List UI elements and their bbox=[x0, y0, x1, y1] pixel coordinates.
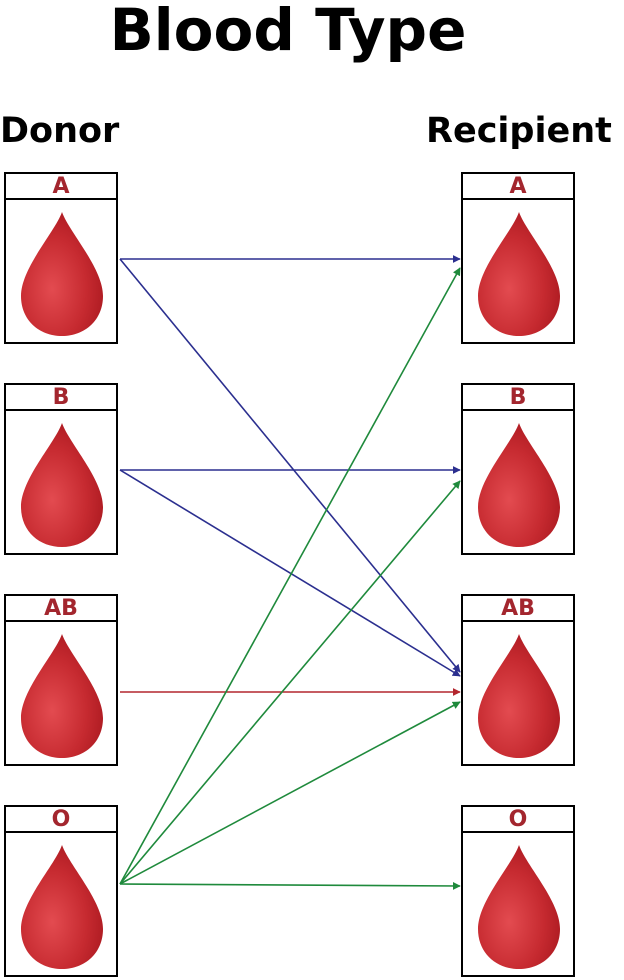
recipient-card-ab: AB bbox=[461, 594, 575, 766]
blood-drop-icon bbox=[476, 843, 562, 971]
arrow-o-to-a bbox=[119, 267, 461, 885]
donor-card-a: A bbox=[4, 172, 118, 344]
blood-drop-icon bbox=[19, 421, 105, 549]
recipient-label-b: B bbox=[463, 385, 573, 411]
blood-drop-icon bbox=[476, 421, 562, 549]
arrow-b-to-ab bbox=[119, 469, 461, 677]
recipient-card-o: O bbox=[461, 805, 575, 977]
recipient-label-ab: AB bbox=[463, 596, 573, 622]
recipient-card-a: A bbox=[461, 172, 575, 344]
recipient-card-b: B bbox=[461, 383, 575, 555]
recipient-heading: Recipient bbox=[426, 111, 612, 151]
donor-label-a: A bbox=[6, 174, 116, 200]
arrow-o-to-b bbox=[119, 480, 461, 885]
blood-drop-icon bbox=[476, 210, 562, 338]
donor-heading: Donor bbox=[0, 111, 120, 151]
blood-drop-icon bbox=[19, 210, 105, 338]
blood-drop-icon bbox=[19, 632, 105, 760]
arrow-o-to-o bbox=[119, 881, 461, 890]
donor-card-o: O bbox=[4, 805, 118, 977]
donor-label-ab: AB bbox=[6, 596, 116, 622]
donor-label-b: B bbox=[6, 385, 116, 411]
donor-card-b: B bbox=[4, 383, 118, 555]
donor-label-o: O bbox=[6, 807, 116, 833]
blood-drop-icon bbox=[19, 843, 105, 971]
blood-drop-icon bbox=[476, 632, 562, 760]
arrow-o-to-ab bbox=[119, 701, 461, 885]
recipient-label-a: A bbox=[463, 174, 573, 200]
recipient-label-o: O bbox=[463, 807, 573, 833]
arrow-a-to-ab bbox=[119, 258, 461, 673]
page-title: Blood Type bbox=[109, 0, 467, 64]
donor-card-ab: AB bbox=[4, 594, 118, 766]
